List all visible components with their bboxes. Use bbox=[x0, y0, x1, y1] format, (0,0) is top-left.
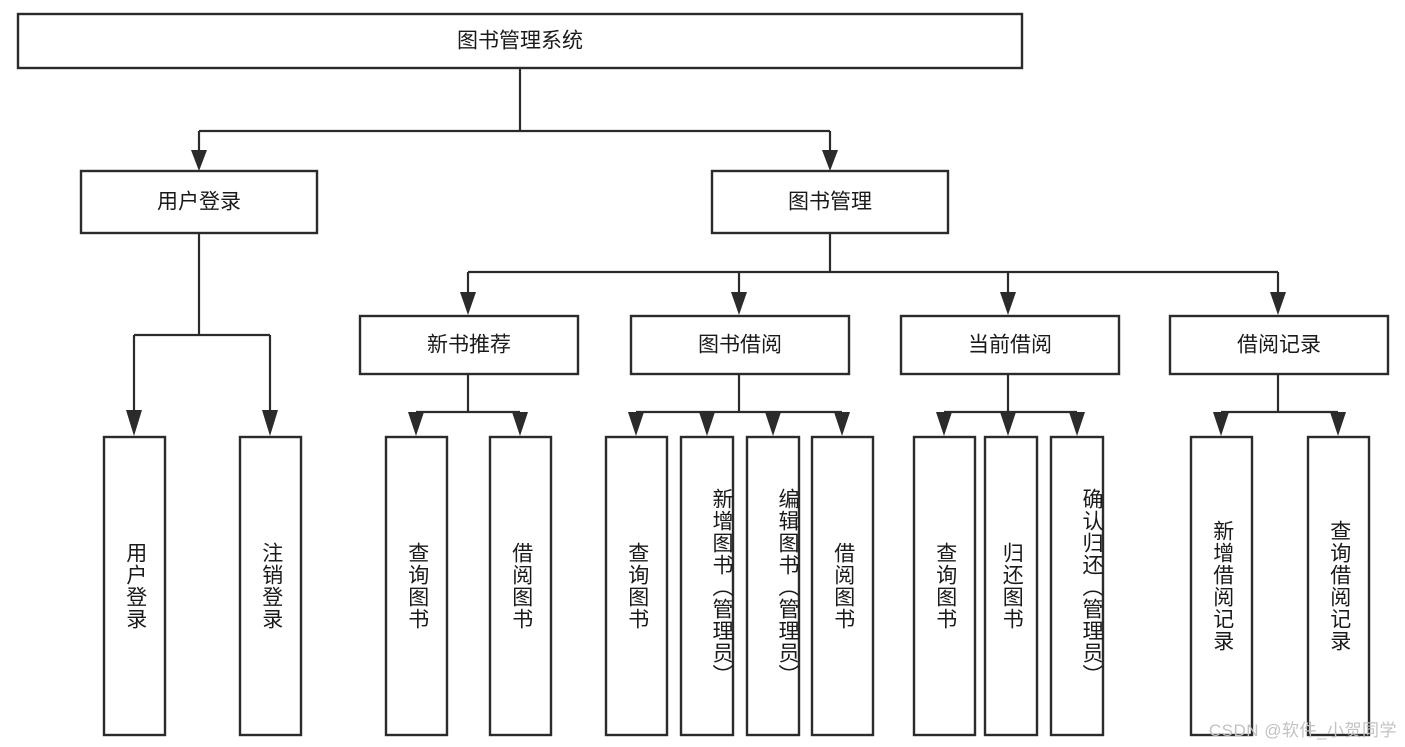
arrow-leaf-book-borrow-4 bbox=[834, 412, 850, 436]
leaf-box-new-book-borrow[interactable] bbox=[488, 435, 553, 737]
arrow-to-book-mgmt bbox=[822, 150, 838, 171]
arrow-leaf-book-borrow-3 bbox=[765, 412, 781, 436]
node-book-management[interactable]: 图书管理 bbox=[710, 169, 950, 235]
node-current-borrow[interactable]: 当前借阅 bbox=[899, 314, 1121, 376]
node-root-label: 图书管理系统 bbox=[457, 30, 583, 53]
node-root-box[interactable] bbox=[16, 12, 1024, 70]
leaf-box-current-borrow-confirm[interactable] bbox=[1049, 435, 1105, 737]
arrow-to-current-borrow bbox=[1000, 292, 1016, 315]
leaf-box-record-add[interactable] bbox=[1189, 435, 1254, 737]
node-new-book-recommend[interactable]: 新书推荐 bbox=[358, 314, 580, 376]
node-book-borrow[interactable]: 图书借阅 bbox=[629, 314, 851, 376]
node-book-management-box[interactable] bbox=[710, 169, 950, 235]
arrow-to-borrow-record bbox=[1270, 292, 1286, 315]
watermark-text: CSDN @软件_小贺同学 bbox=[1208, 721, 1397, 740]
node-current-borrow-label: 当前借阅 bbox=[968, 334, 1052, 357]
node-user-login-box[interactable] bbox=[79, 169, 319, 235]
node-root[interactable]: 图书管理系统 bbox=[16, 12, 1024, 70]
node-borrow-record-label: 借阅记录 bbox=[1237, 334, 1321, 357]
leaf-box-new-book-query[interactable] bbox=[384, 435, 449, 737]
node-borrow-record-box[interactable] bbox=[1168, 314, 1390, 376]
leaf-box-book-borrow-add[interactable] bbox=[679, 435, 735, 737]
node-user-login[interactable]: 用户登录 bbox=[79, 169, 319, 235]
node-book-borrow-box[interactable] bbox=[629, 314, 851, 376]
arrow-leaf-user-login-2 bbox=[262, 410, 278, 436]
arrow-leaf-new-book-1 bbox=[408, 412, 424, 436]
arrow-leaf-borrow-record-1 bbox=[1213, 412, 1229, 436]
node-book-borrow-label: 图书借阅 bbox=[698, 334, 782, 357]
node-book-management-label: 图书管理 bbox=[788, 191, 872, 214]
leaf-box-current-borrow-return[interactable] bbox=[983, 435, 1039, 737]
node-new-book-recommend-box[interactable] bbox=[358, 314, 580, 376]
arrow-leaf-borrow-record-2 bbox=[1330, 412, 1346, 436]
leaf-box-book-borrow-borrow[interactable] bbox=[810, 435, 875, 737]
node-new-book-recommend-label: 新书推荐 bbox=[427, 334, 511, 357]
arrow-leaf-current-borrow-2 bbox=[1000, 412, 1016, 436]
connector-layer bbox=[126, 68, 1346, 436]
leaf-box-user-login-login[interactable] bbox=[102, 435, 167, 737]
arrow-leaf-user-login-1 bbox=[126, 410, 142, 436]
leaf-box-record-query[interactable] bbox=[1306, 435, 1371, 737]
leaf-box-book-borrow-edit[interactable] bbox=[745, 435, 801, 737]
arrow-to-new-book bbox=[460, 292, 476, 315]
node-user-login-label: 用户登录 bbox=[157, 191, 241, 214]
node-current-borrow-box[interactable] bbox=[899, 314, 1121, 376]
arrow-leaf-book-borrow-2 bbox=[699, 412, 715, 436]
arrow-leaf-current-borrow-3 bbox=[1069, 412, 1085, 436]
arrow-leaf-current-borrow-1 bbox=[936, 412, 952, 436]
arrow-leaf-book-borrow-1 bbox=[628, 412, 644, 436]
node-borrow-record[interactable]: 借阅记录 bbox=[1168, 314, 1390, 376]
arrow-to-book-borrow bbox=[731, 292, 747, 315]
leaf-box-current-borrow-query[interactable] bbox=[912, 435, 977, 737]
arrow-leaf-new-book-2 bbox=[512, 412, 528, 436]
arrow-to-user-login bbox=[191, 150, 207, 171]
leaf-box-book-borrow-query[interactable] bbox=[604, 435, 669, 737]
leaf-box-user-login-logout[interactable] bbox=[238, 435, 303, 737]
